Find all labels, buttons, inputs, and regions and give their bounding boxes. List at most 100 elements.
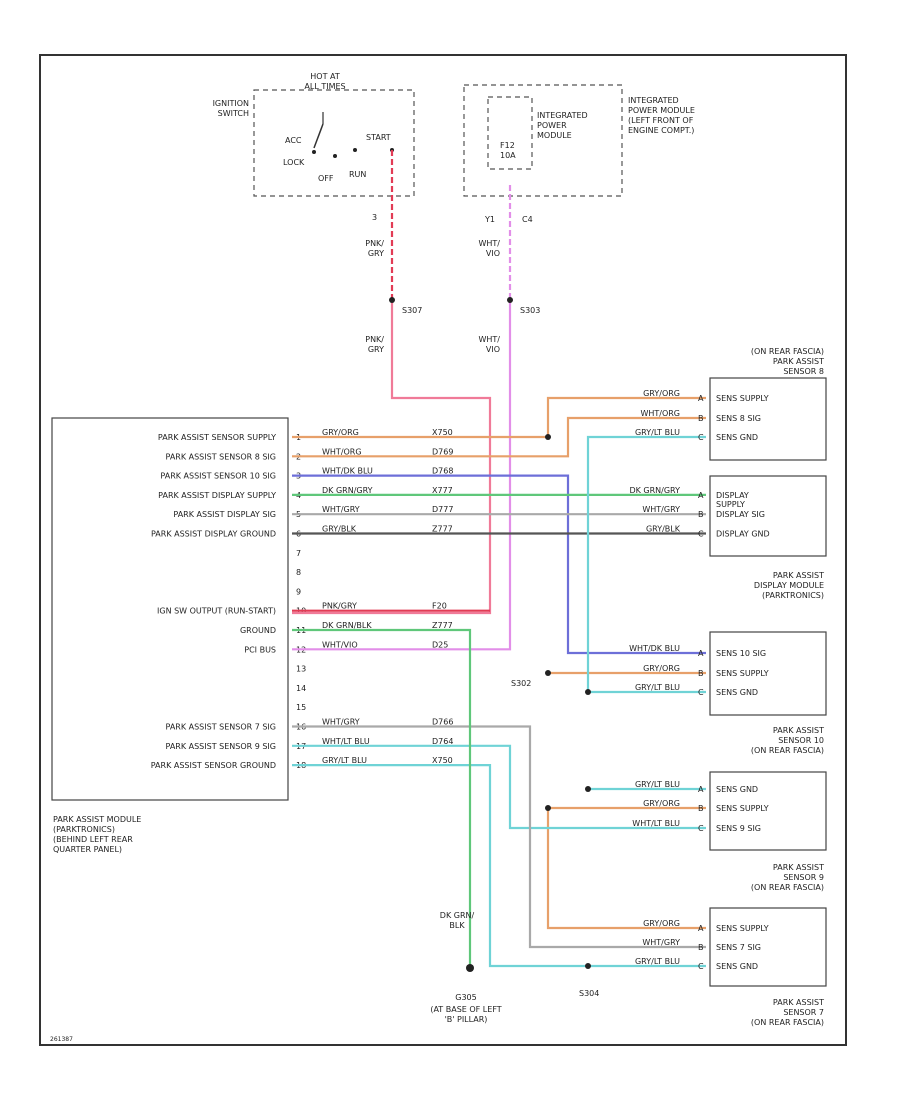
ignition-pin: 3: [372, 213, 377, 222]
ipm-inner-box: [487, 96, 533, 170]
display-pin-id: C: [698, 530, 704, 539]
display-wire-color: GRY/BLK: [646, 525, 681, 534]
ignition-switch-box: [253, 89, 415, 197]
display-module-box: [709, 475, 827, 557]
sensor7-pin-function: SENS 7 SIG: [716, 943, 761, 952]
pam-wire-color: WHT/DK BLU: [322, 467, 373, 476]
pam-wire-color: DK GRN/BLK: [322, 621, 372, 630]
sensor10-pin-function: SENS SUPPLY: [716, 669, 769, 678]
off-contact: [333, 154, 337, 158]
display-pin-id: B: [698, 510, 704, 519]
pam-pin-number: 13: [296, 665, 306, 674]
pam-circuit: D764: [432, 737, 453, 746]
pam-circuit: D766: [432, 718, 453, 727]
pam-circuit: X750: [432, 428, 453, 437]
display-wire-color: WHT/GRY: [642, 505, 680, 514]
splice-sensor-supply-dot: [545, 434, 551, 440]
pam-pin-label: PARK ASSIST SENSOR GROUND: [151, 761, 276, 770]
sensor9-pin-function: SENS 9 SIG: [716, 824, 761, 833]
sensor7-wire-color: GRY/LT BLU: [635, 957, 680, 966]
pam-circuit: X750: [432, 756, 453, 765]
ipm-pin: Y1: [484, 215, 495, 224]
ground-g305-dot: [466, 964, 474, 972]
ignition-pos-acc: ACC: [285, 136, 302, 145]
pam-pin-label: PCI BUS: [244, 645, 276, 654]
ipm-connector: C4: [522, 215, 533, 224]
wire-sensor7-gnd: [292, 764, 706, 968]
sensor9-pin-id: C: [698, 824, 704, 833]
wire-ground-g305: [292, 628, 472, 968]
wire-sensor-supply: [292, 396, 706, 439]
footer-code: 261387: [50, 1036, 73, 1043]
sensor9-pin-function: SENS GND: [716, 785, 758, 794]
sensor-8-box: [709, 377, 827, 461]
pam-pin-label: PARK ASSIST SENSOR SUPPLY: [158, 433, 276, 442]
sensor7-wire-color: GRY/ORG: [643, 919, 680, 928]
sensor9-pin-id: A: [698, 785, 704, 794]
wire-sensor8-sig: [292, 416, 706, 458]
sensor10-wire-color: WHT/DK BLU: [629, 644, 680, 653]
sensor8-pin-id: C: [698, 433, 704, 442]
wire-label-pk-gy-top: PNK/GRY: [365, 239, 384, 258]
pam-pin-label: PARK ASSIST SENSOR 9 SIG: [166, 742, 277, 751]
sensor10-pin-id: B: [698, 669, 704, 678]
pam-wire-color: DK GRN/GRY: [322, 486, 373, 495]
sensor10-pin-function: SENS 10 SIG: [716, 649, 766, 658]
sensor8-wire-color: GRY/LT BLU: [635, 428, 680, 437]
pam-circuit: D25: [432, 640, 448, 649]
sensor10-pin-function: SENS GND: [716, 688, 758, 697]
wire-harness: [292, 150, 706, 968]
park-assist-module-caption: PARK ASSIST MODULE(PARKTRONICS)(BEHIND L…: [53, 815, 141, 854]
run-contact: [353, 148, 357, 152]
pam-pin-number: 15: [296, 703, 306, 712]
sensor8-wire-color: WHT/ORG: [640, 409, 680, 418]
pam-pin-label: PARK ASSIST DISPLAY SIG: [173, 510, 276, 519]
pam-wire-color: PNK/GRY: [322, 602, 357, 611]
sensor7-pin-function: SENS SUPPLY: [716, 924, 769, 933]
sensor9-pin-function: SENS SUPPLY: [716, 804, 769, 813]
pam-wire-color: WHT/GRY: [322, 505, 360, 514]
wire-sensor7-sig: [292, 725, 706, 949]
ground-label: G305: [455, 993, 476, 1002]
diagram-frame: [39, 54, 847, 1046]
pam-circuit: F20: [432, 602, 447, 611]
ignition-pos-off: OFF: [318, 174, 334, 183]
wire-label-wt-vt-top: WHT/VIO: [478, 239, 500, 258]
sensor10-pin-id: A: [698, 649, 704, 658]
wire-sensor10-sig: [292, 474, 706, 655]
pam-wire-color: GRY/LT BLU: [322, 756, 367, 765]
sensor8-pin-function: SENS GND: [716, 433, 758, 442]
wire-pci-bus: [292, 300, 512, 651]
sensor8-wire-color: GRY/ORG: [643, 389, 680, 398]
wire-label-pk-gy-bottom: PNK/GRY: [365, 335, 384, 354]
park-assist-module-box: [51, 417, 289, 801]
sensor7-wire-color: WHT/GRY: [642, 938, 680, 947]
pam-wire-color: WHT/LT BLU: [322, 737, 370, 746]
sensor7-pin-id: B: [698, 943, 704, 952]
pam-pin-label: PARK ASSIST DISPLAY SUPPLY: [158, 491, 276, 500]
pam-pin-label: PARK ASSIST SENSOR 10 SIG: [160, 472, 276, 481]
pam-pin-label: PARK ASSIST SENSOR 7 SIG: [166, 723, 277, 732]
pam-pin-number: 14: [296, 684, 306, 693]
ground-wire-label: DK GRN/BLK: [440, 911, 475, 930]
splice-s302-dot: [545, 670, 551, 676]
sensor7-pin-id: A: [698, 924, 704, 933]
splice-s303-dot: [507, 297, 513, 303]
pam-wire-color: WHT/VIO: [322, 640, 358, 649]
pam-circuit: Z777: [432, 525, 453, 534]
pam-wire-color: WHT/ORG: [322, 447, 362, 456]
sensor7-pin-function: SENS GND: [716, 962, 758, 971]
pam-pin-label: PARK ASSIST DISPLAY GROUND: [151, 530, 276, 539]
sensor9-wire-color: GRY/LT BLU: [635, 780, 680, 789]
